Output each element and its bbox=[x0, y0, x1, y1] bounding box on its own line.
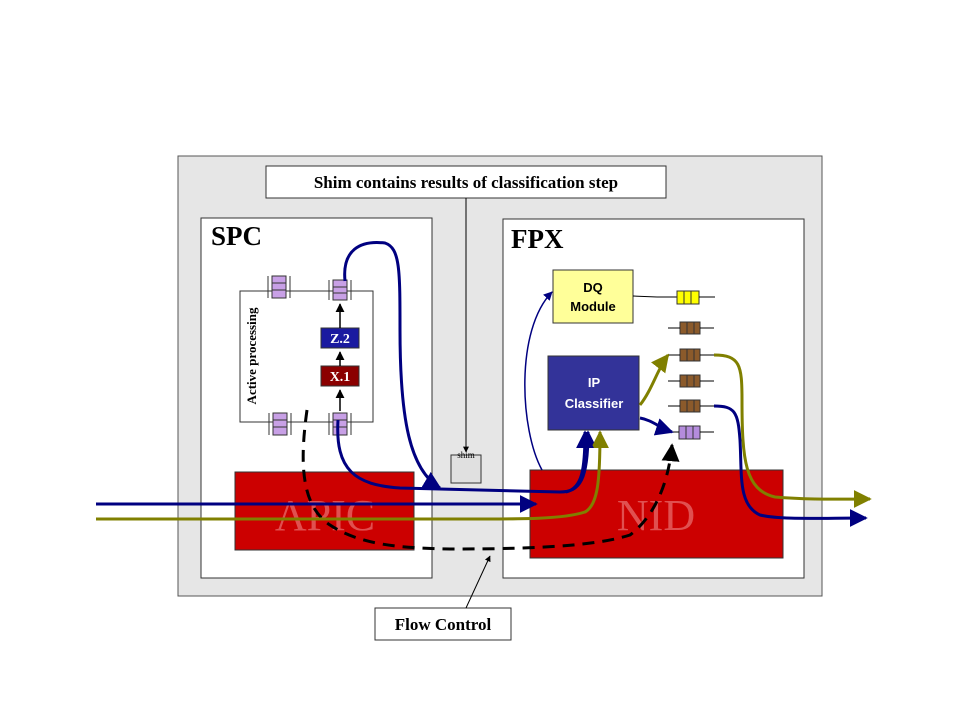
flow-navy-output bbox=[713, 404, 868, 528]
flow-olive-output bbox=[713, 353, 872, 509]
spc-queue-top-right bbox=[328, 279, 352, 301]
flow-navy-nid-to-classifier bbox=[565, 430, 594, 494]
flow-control-pointer bbox=[465, 555, 491, 609]
flow-navy-classifier-to-queue bbox=[639, 416, 674, 436]
shim-label: shim bbox=[457, 450, 475, 460]
flow-navy-through-spc bbox=[336, 419, 597, 494]
dq-module-line2: Module bbox=[570, 299, 616, 314]
fpx-queue-brown-1 bbox=[668, 321, 714, 335]
fpx-queue-brown-2 bbox=[668, 348, 714, 362]
dq-module-line1: DQ bbox=[583, 280, 603, 295]
spc-queue-top-left bbox=[267, 275, 291, 299]
flow-olive-input bbox=[96, 430, 609, 521]
flow-control-dashed-path bbox=[301, 409, 680, 551]
flow-navy-spc-loop bbox=[343, 240, 442, 490]
spc-title: SPC bbox=[211, 221, 262, 251]
active-processing-label: Active processing bbox=[244, 307, 259, 404]
shim-note-text: Shim contains results of classification … bbox=[314, 173, 618, 192]
ip-classifier-line1: IP bbox=[588, 375, 601, 390]
fpx-queue-brown-3 bbox=[668, 374, 714, 388]
plugin-z2: Z.2 bbox=[320, 327, 360, 349]
nid-label: NID bbox=[617, 491, 695, 540]
flow-olive-classifier-to-queue bbox=[638, 353, 670, 406]
ip-classifier-line2: Classifier bbox=[565, 396, 624, 411]
active-processing-box: Active processing bbox=[239, 290, 374, 423]
flow-navy-dq-feedback bbox=[524, 291, 553, 471]
apic-label: APIC bbox=[275, 491, 375, 540]
dq-module: DQ Module bbox=[552, 269, 634, 324]
fpx-title: FPX bbox=[511, 224, 564, 254]
shim-note-callout: Shim contains results of classification … bbox=[265, 165, 667, 453]
apic-block: APIC bbox=[234, 471, 415, 551]
plugin-x1: X.1 bbox=[320, 365, 360, 387]
spc-queue-bottom-left bbox=[268, 412, 292, 436]
fpx-queue-yellow bbox=[657, 290, 715, 305]
flow-control-text: Flow Control bbox=[395, 615, 492, 634]
plugin-x1-label: X.1 bbox=[330, 370, 351, 385]
dq-queue-link bbox=[632, 295, 658, 298]
fpx-queue-brown-4 bbox=[668, 399, 714, 413]
shim-block: shim bbox=[450, 450, 482, 484]
plugin-z2-label: Z.2 bbox=[330, 332, 350, 347]
flow-control-callout: Flow Control bbox=[374, 555, 512, 641]
ip-classifier: IP Classifier bbox=[547, 355, 640, 431]
